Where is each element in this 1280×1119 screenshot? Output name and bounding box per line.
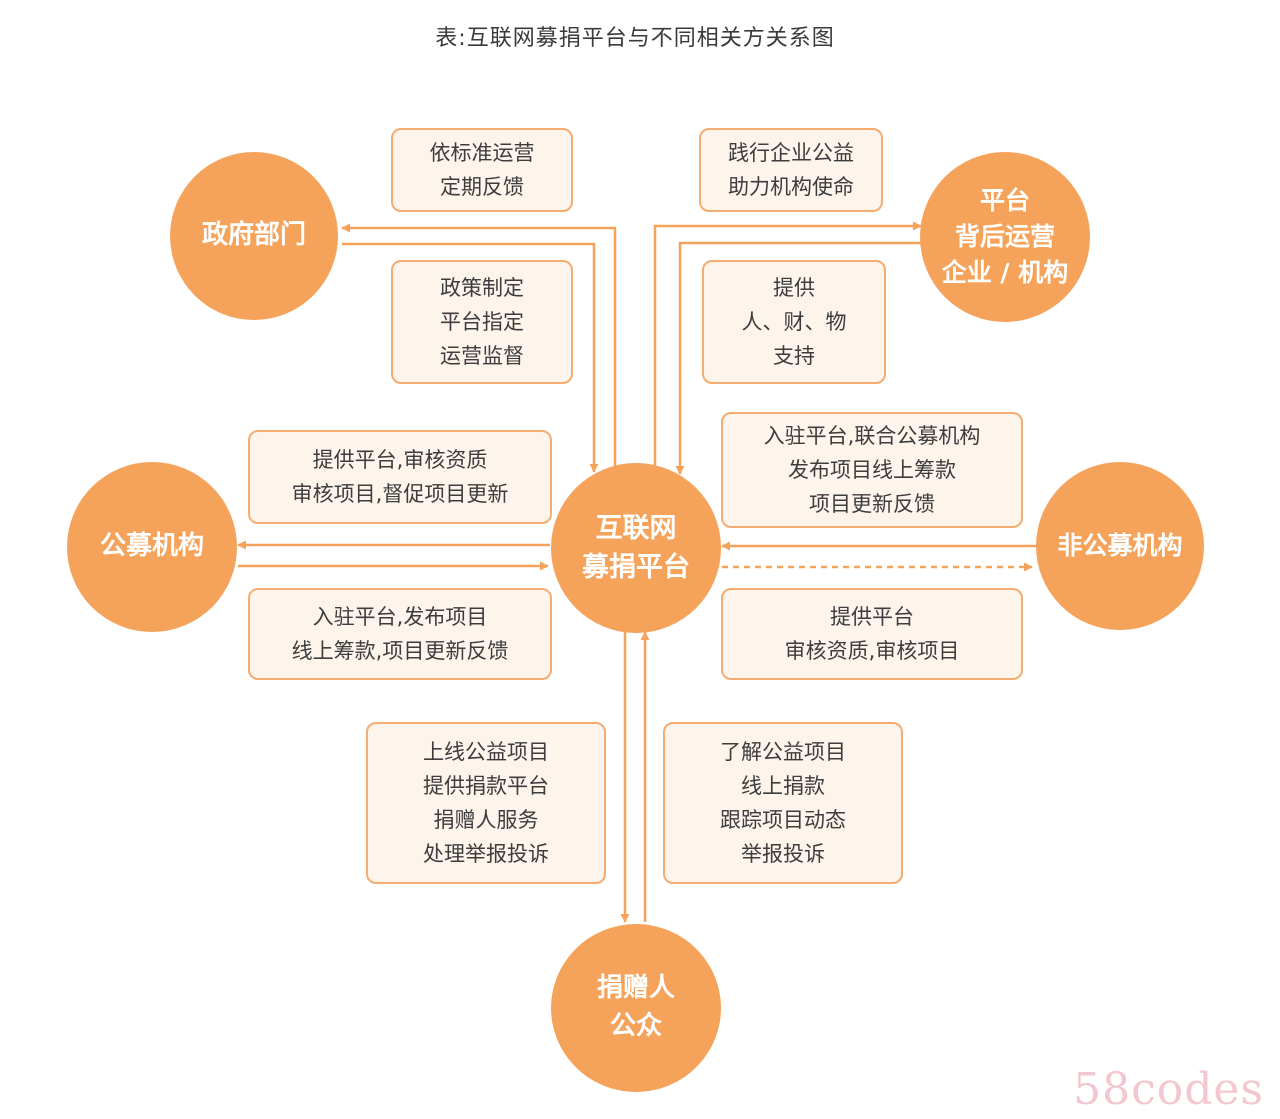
watermark-text: 58codes bbox=[1073, 1064, 1264, 1115]
arrow-center-to-government bbox=[341, 223, 617, 470]
nonpub-bottom-box: 提供平台 审核资质,审核项目 bbox=[721, 588, 1023, 680]
donor-left-box: 上线公益项目 提供捐款平台 捐赠人服务 处理举报投诉 bbox=[366, 722, 606, 884]
gov-bottom-box: 政策制定 平台指定 运营监督 bbox=[391, 260, 573, 384]
node-center-platform: 互联网 募捐平台 bbox=[551, 463, 721, 633]
donor-right-box: 了解公益项目 线上捐款 跟踪项目动态 举报投诉 bbox=[663, 722, 903, 884]
node-public-org: 公募机构 bbox=[67, 462, 237, 632]
node-government: 政府部门 bbox=[170, 152, 338, 320]
arrow-center-to-operator bbox=[653, 221, 922, 470]
node-nonpublic-org: 非公募机构 bbox=[1036, 462, 1204, 630]
pub-bottom-box: 入驻平台,发布项目 线上筹款,项目更新反馈 bbox=[248, 588, 552, 680]
arrow-government-to-center bbox=[342, 242, 599, 473]
gov-top-box: 依标准运营 定期反馈 bbox=[391, 128, 573, 212]
pub-top-box: 提供平台,审核资质 审核项目,督促项目更新 bbox=[248, 430, 552, 524]
diagram-title: 表:互联网募捐平台与不同相关方关系图 bbox=[435, 26, 835, 51]
op-top-box: 践行企业公益 助力机构使命 bbox=[699, 128, 883, 212]
node-donor-public: 捐赠人 公众 bbox=[551, 924, 721, 1092]
arrow-operator-to-center bbox=[675, 241, 935, 475]
node-operator: 平台 背后运营 企业 / 机构 bbox=[920, 152, 1090, 322]
op-bottom-box: 提供 人、财、物 支持 bbox=[702, 260, 886, 384]
nonpub-top-box: 入驻平台,联合公募机构 发布项目线上筹款 项目更新反馈 bbox=[721, 412, 1023, 528]
